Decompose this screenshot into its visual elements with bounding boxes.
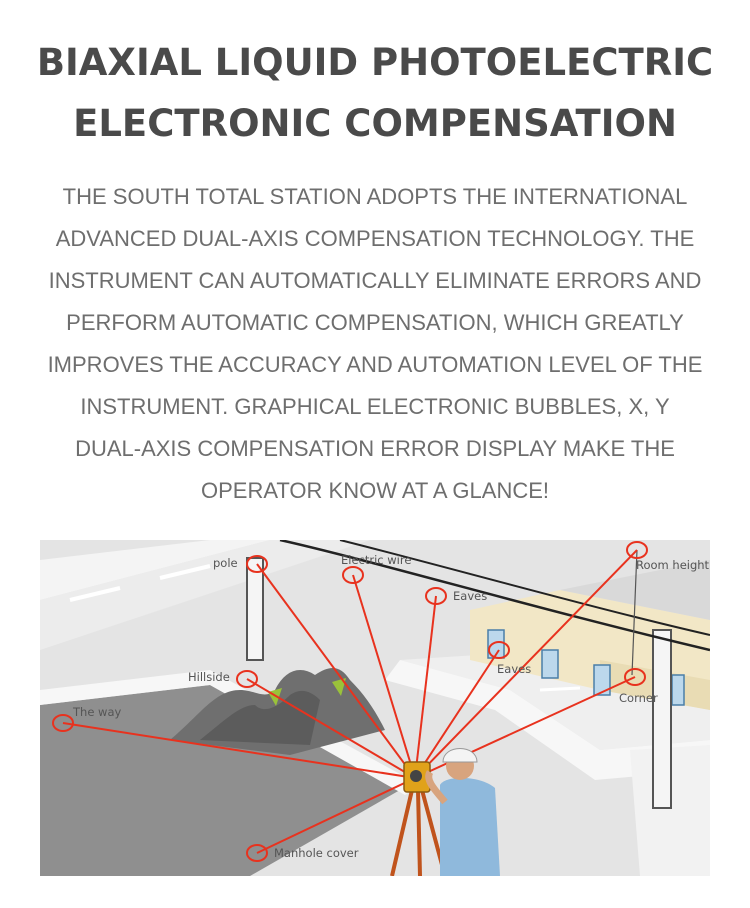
target-electric-wire: [342, 566, 364, 584]
target-eaves-top: [425, 587, 447, 605]
description-line-5: IMPROVES THE ACCURACY AND AUTOMATION LEV…: [47, 352, 703, 377]
label-room-height: Room height: [636, 558, 710, 572]
surveyor-shirt: [440, 777, 500, 876]
total-station-scene-illustration: pole Electric wire Room height Eaves Eav…: [40, 540, 710, 876]
label-manhole-cover: Manhole cover: [274, 846, 359, 860]
label-eaves-window: Eaves: [497, 662, 531, 676]
label-electric-wire: Electric wire: [341, 553, 411, 567]
ray-electric-wire: [352, 574, 416, 779]
target-the-way: [52, 714, 74, 732]
measurement-rays: [62, 549, 638, 854]
description-line-4: PERFORM AUTOMATIC COMPENSATION, WHICH GR…: [66, 310, 684, 335]
ray-room-height: [414, 549, 638, 779]
description-line-7: DUAL-AXIS COMPENSATION ERROR DISPLAY MAK…: [75, 436, 675, 461]
ray-eaves-top: [414, 595, 437, 779]
target-pole: [246, 555, 268, 573]
right-cross-road: [630, 745, 710, 876]
ray-manhole-cover: [256, 777, 416, 854]
measurement-targets: [52, 541, 648, 862]
heading-line-2: ELECTRONIC COMPENSATION: [73, 102, 677, 145]
target-manhole-cover: [246, 844, 268, 862]
description-line-1: THE SOUTH TOTAL STATION ADOPTS THE INTER…: [62, 184, 688, 209]
electric-wire: [279, 540, 710, 652]
electric-wire-2: [339, 540, 710, 636]
house-window: [593, 664, 611, 696]
label-the-way: The way: [72, 705, 121, 719]
description-line-3: INSTRUMENT CAN AUTOMATICALLY ELIMINATE E…: [48, 268, 702, 293]
hillside-marker-right: [332, 678, 346, 696]
target-room-height: [626, 541, 648, 559]
label-hillside: Hillside: [188, 670, 230, 684]
target-eaves-window: [488, 641, 510, 659]
target-hillside: [236, 670, 258, 688]
upper-left-road: [40, 540, 370, 650]
description-paragraph: THE SOUTH TOTAL STATION ADOPTS THE INTER…: [40, 176, 710, 512]
left-utility-pole: [246, 557, 264, 661]
ray-hillside: [246, 678, 416, 779]
label-corner: Corner: [619, 691, 658, 705]
house-window: [671, 674, 685, 706]
right-sidewalk: [385, 660, 710, 780]
heading-line-1: BIAXIAL LIQUID PHOTOELECTRIC: [36, 41, 714, 84]
description-line-2: ADVANCED DUAL-AXIS COMPENSATION TECHNOLO…: [55, 226, 695, 251]
description-line-8: OPERATOR KNOW AT A GLANCE!: [200, 478, 549, 503]
label-pole: pole: [213, 556, 238, 570]
target-corner: [624, 668, 646, 686]
room-height-line: [631, 549, 638, 676]
label-eaves-top: Eaves: [453, 589, 487, 603]
right-utility-pole: [652, 629, 672, 809]
house-window: [541, 649, 559, 679]
page-heading: BIAXIAL LIQUID PHOTOELECTRIC ELECTRONIC …: [0, 32, 750, 154]
lane-mark: [539, 686, 581, 692]
ray-pole: [256, 563, 416, 779]
ray-eaves-window: [414, 649, 500, 779]
lane-mark: [69, 586, 121, 602]
surveyor-arm: [425, 770, 448, 805]
surveyor-figure: [425, 748, 500, 876]
tripod-leg: [416, 789, 422, 876]
instrument-lens: [410, 770, 422, 782]
ray-the-way: [62, 722, 416, 779]
description-line-6: INSTRUMENT. GRAPHICAL ELECTRONIC BUBBLES…: [80, 394, 670, 419]
lane-mark: [159, 564, 211, 580]
tripod-leg: [390, 789, 414, 876]
surveyor-helmet: [442, 748, 478, 763]
